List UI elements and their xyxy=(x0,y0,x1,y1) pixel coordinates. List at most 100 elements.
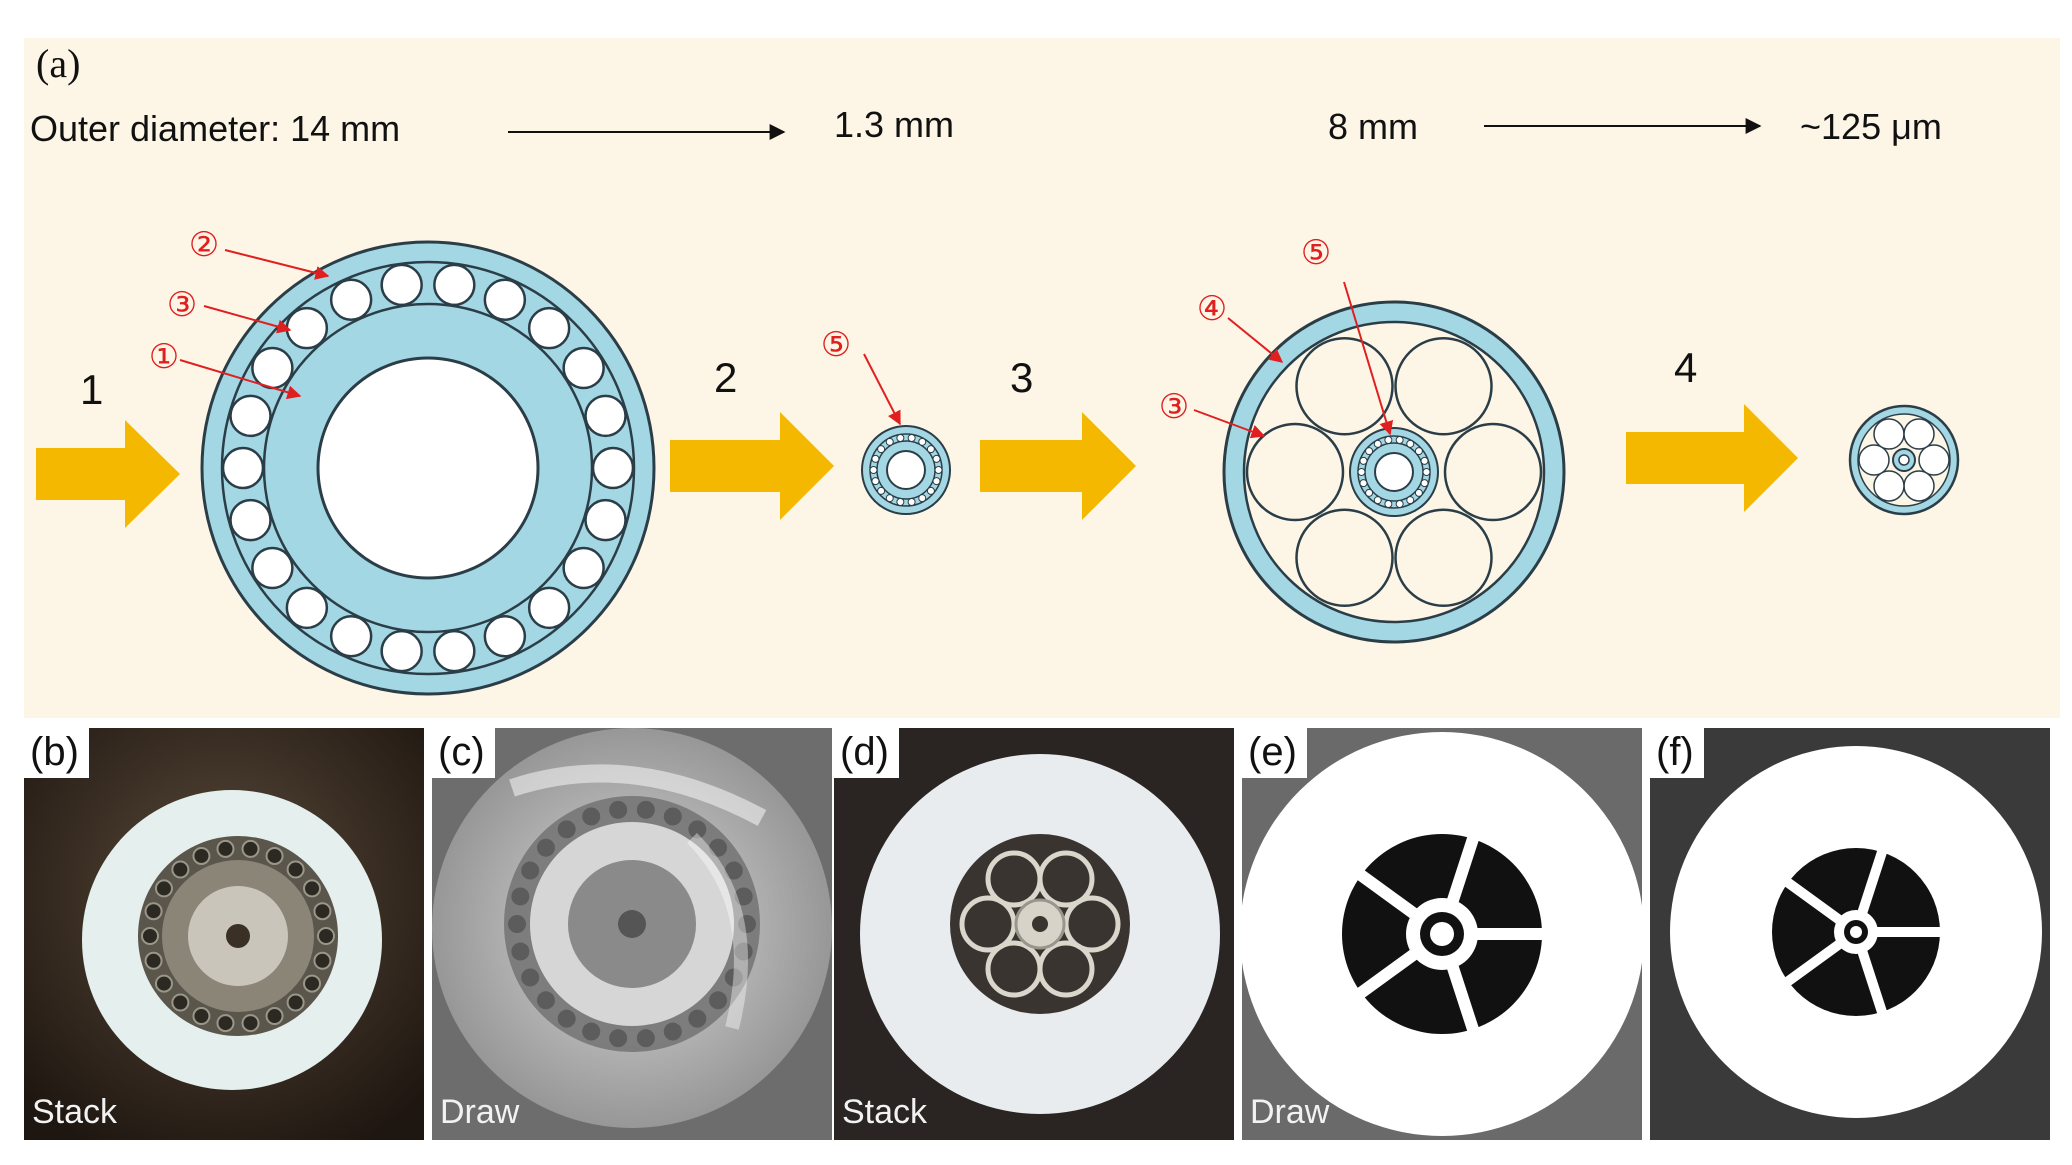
photo-c-hole xyxy=(709,838,728,857)
capillary xyxy=(380,263,423,307)
photo-b-hole xyxy=(141,927,159,945)
cane-capillary xyxy=(918,494,927,503)
capillary xyxy=(251,546,294,590)
leader-2 xyxy=(224,249,330,280)
photo-b-hole xyxy=(265,1007,284,1026)
capillary xyxy=(380,629,423,673)
capillary xyxy=(229,498,272,542)
cane-capillary xyxy=(907,498,916,507)
cane-capillary-ring xyxy=(869,433,943,507)
photo-c-hole xyxy=(521,968,540,987)
photo-b-hole xyxy=(216,1014,235,1033)
capillary xyxy=(483,615,527,658)
photo-b: (b) Stack xyxy=(24,728,424,1140)
outer-tube xyxy=(1295,508,1394,607)
drawn-cane xyxy=(861,425,951,515)
photo-c-hole xyxy=(536,838,555,857)
photo-c-hole xyxy=(734,887,753,906)
callout-5b: ⑤ xyxy=(1301,233,1331,273)
capillary xyxy=(584,498,627,542)
photo-b-hole xyxy=(144,951,163,970)
cane-capillary xyxy=(877,486,886,495)
leader-3b xyxy=(1193,409,1266,439)
fiber-outer-tube xyxy=(1873,418,1905,450)
cane-capillary xyxy=(871,454,880,463)
center-capillary xyxy=(1373,439,1382,448)
cane-capillary xyxy=(932,477,941,486)
center-capillary xyxy=(1406,496,1415,505)
outer-tube xyxy=(1394,337,1493,436)
outer-tube xyxy=(1443,422,1543,522)
photo-b-label: (b) xyxy=(24,728,89,778)
outer-tubes xyxy=(1245,337,1543,607)
photo-f-label: (f) xyxy=(1650,728,1704,778)
callout-2: ② xyxy=(189,225,219,265)
photo-c-hole xyxy=(511,887,530,906)
photo-c-hole xyxy=(582,807,601,826)
cane-capillary xyxy=(926,486,935,495)
photo-c-hole xyxy=(636,800,655,819)
photo-c: (c) Draw xyxy=(432,728,832,1140)
preform-stack xyxy=(200,240,656,696)
fabrication-diagram: ② ③ ① ⑤ ⑤ ④ ③ xyxy=(36,118,1960,696)
cane-capillary xyxy=(885,437,894,446)
photo-c-hole xyxy=(582,1022,601,1041)
cane-capillary xyxy=(918,437,927,446)
process-arrow-4 xyxy=(1626,404,1798,512)
fiber-outer-tube xyxy=(1903,470,1935,502)
photo-f-web xyxy=(1856,927,1944,937)
capillary xyxy=(527,586,571,630)
size-final: ~125 μm xyxy=(1800,106,1942,147)
cane-capillary xyxy=(871,477,880,486)
capillary xyxy=(221,446,265,490)
step-1-number: 1 xyxy=(80,366,104,413)
step-4-number: 4 xyxy=(1674,344,1698,391)
capillary xyxy=(527,306,571,350)
center-capillary xyxy=(1395,435,1404,444)
photo-f: (f) xyxy=(1650,728,2050,1140)
photo-c-hole xyxy=(709,991,728,1010)
center-capillary xyxy=(1420,479,1429,488)
center-capillary xyxy=(1359,479,1368,488)
outer-diameter-label: Outer diameter: 14 mm xyxy=(30,108,401,149)
photo-b-hole xyxy=(317,927,335,945)
leader-4 xyxy=(1227,317,1284,363)
photo-c-hole xyxy=(636,1029,655,1048)
photo-b-hole xyxy=(265,846,284,865)
cane-capillary xyxy=(869,466,878,474)
outer-tube xyxy=(1245,422,1345,522)
center-capillary xyxy=(1420,456,1429,465)
photo-e-caption: Draw xyxy=(1250,1093,1330,1131)
photo-b-hole xyxy=(313,902,332,921)
photo-b-caption: Stack xyxy=(32,1093,118,1131)
capillary xyxy=(591,446,635,490)
center-capillary xyxy=(1384,435,1393,444)
photo-b-hole xyxy=(241,1014,260,1033)
photo-b-hole xyxy=(192,846,211,865)
callout-5a: ⑤ xyxy=(821,325,851,365)
photo-c-hole xyxy=(688,820,707,839)
fiber-outer-tube xyxy=(1918,444,1950,476)
fiber-outer-tube xyxy=(1903,418,1935,450)
photo-b-hole xyxy=(241,839,260,858)
capillary xyxy=(229,394,272,438)
photo-c-hole xyxy=(557,1009,576,1028)
capillary xyxy=(285,306,329,350)
photo-e: (e) Draw xyxy=(1242,728,1642,1140)
photo-e-label: (e) xyxy=(1242,728,1307,778)
photo-b-hole xyxy=(154,974,173,993)
center-capillary xyxy=(1373,496,1382,505)
outer-tube xyxy=(1295,337,1394,436)
process-arrow-3 xyxy=(980,412,1136,520)
photo-d-tube xyxy=(959,895,1017,953)
step-2-number: 2 xyxy=(714,354,738,401)
photo-b-hole xyxy=(154,879,173,898)
cane-capillary xyxy=(932,454,941,463)
fiber-outer-tube xyxy=(1858,444,1890,476)
capillary xyxy=(329,615,373,658)
capillary-ring xyxy=(221,263,635,673)
capillary xyxy=(584,394,627,438)
center-capillary xyxy=(1357,468,1366,476)
leader-1 xyxy=(179,359,302,400)
photo-c-label: (c) xyxy=(432,728,495,778)
